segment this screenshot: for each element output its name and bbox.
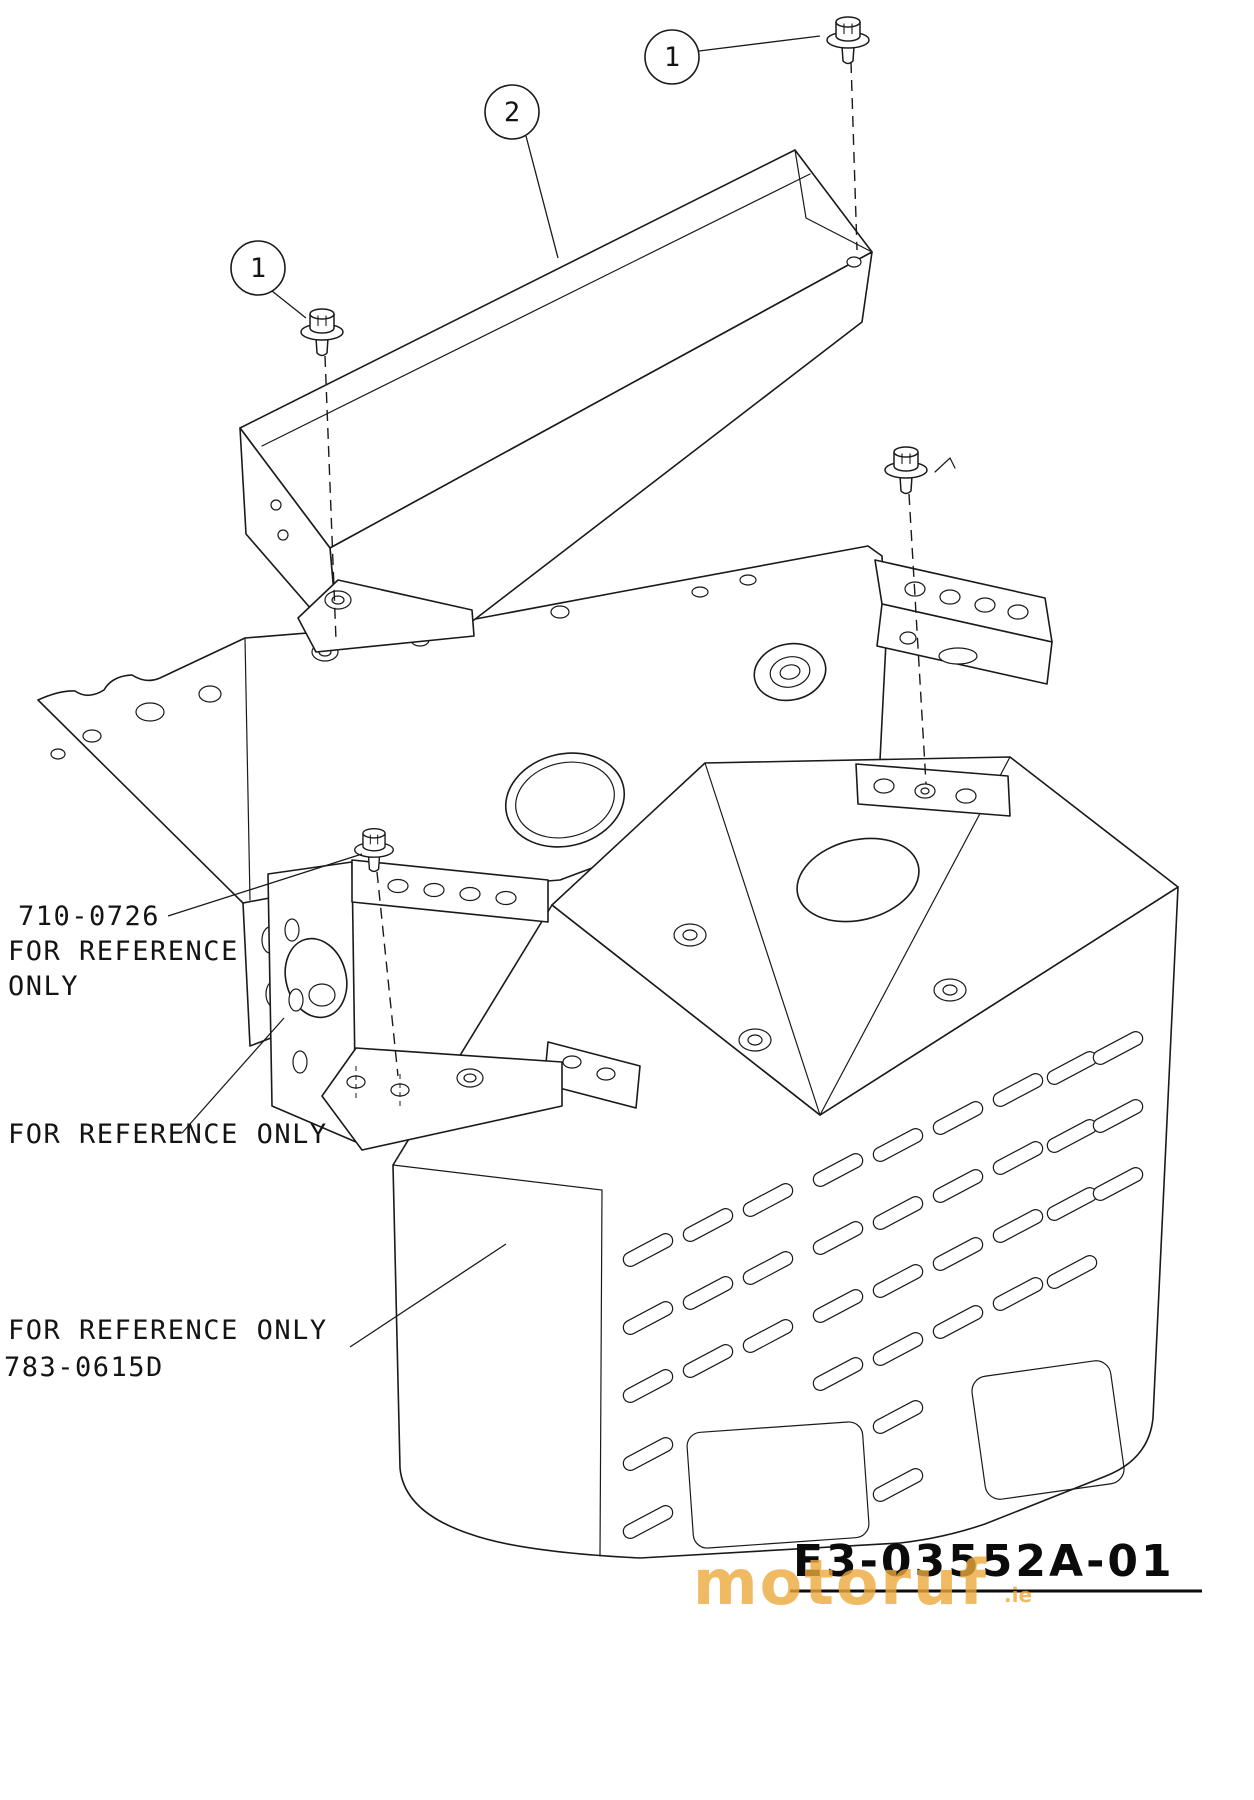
plate-mounting-tab	[297, 579, 475, 653]
callout-balloon-2: 2	[484, 84, 559, 259]
watermark-text: motoruf	[693, 1546, 988, 1619]
bolt-icon-right-middle	[884, 446, 928, 495]
bolt-icon-left	[300, 308, 344, 357]
callout-balloon-1-left: 1	[230, 240, 307, 319]
engine-guard	[392, 756, 1179, 1559]
engine-bracket	[267, 859, 563, 1151]
leader-lines	[167, 853, 507, 1348]
collar-opening	[504, 752, 626, 848]
ref-label-line2: ONLY	[8, 971, 79, 1002]
blank-patch-center	[686, 1421, 870, 1549]
bracket-ref-label: FOR REFERENCE ONLY	[8, 1119, 328, 1150]
callout-number: 1	[250, 253, 266, 284]
callout-number: 2	[504, 97, 520, 128]
drawing-number: E3-03552A-01	[793, 1536, 1175, 1587]
guard-ref-label: FOR REFERENCE ONLY	[8, 1315, 328, 1346]
ref-label-line1: FOR REFERENCE	[8, 936, 239, 967]
mount-bosses	[673, 923, 967, 1052]
blank-patch-right	[971, 1360, 1125, 1500]
heat-shield-cover-part-2	[239, 149, 873, 641]
callout-number: 1	[664, 42, 680, 73]
support-bracket	[874, 559, 1053, 685]
ref-part-number-710-0726: 710-0726	[18, 901, 160, 932]
plate-ear-tab	[855, 763, 1011, 817]
watermark-suffix: .ie	[1004, 1583, 1032, 1607]
assembly-axis-dashed-lines	[324, 61, 927, 1077]
fastener-tick-mark	[934, 457, 956, 473]
bolt-icon-top-right	[826, 16, 870, 65]
callout-balloon-1-top: 1	[644, 29, 821, 85]
grommet	[753, 642, 827, 702]
guard-part-number-783-0615d: 783-0615D	[4, 1352, 164, 1383]
